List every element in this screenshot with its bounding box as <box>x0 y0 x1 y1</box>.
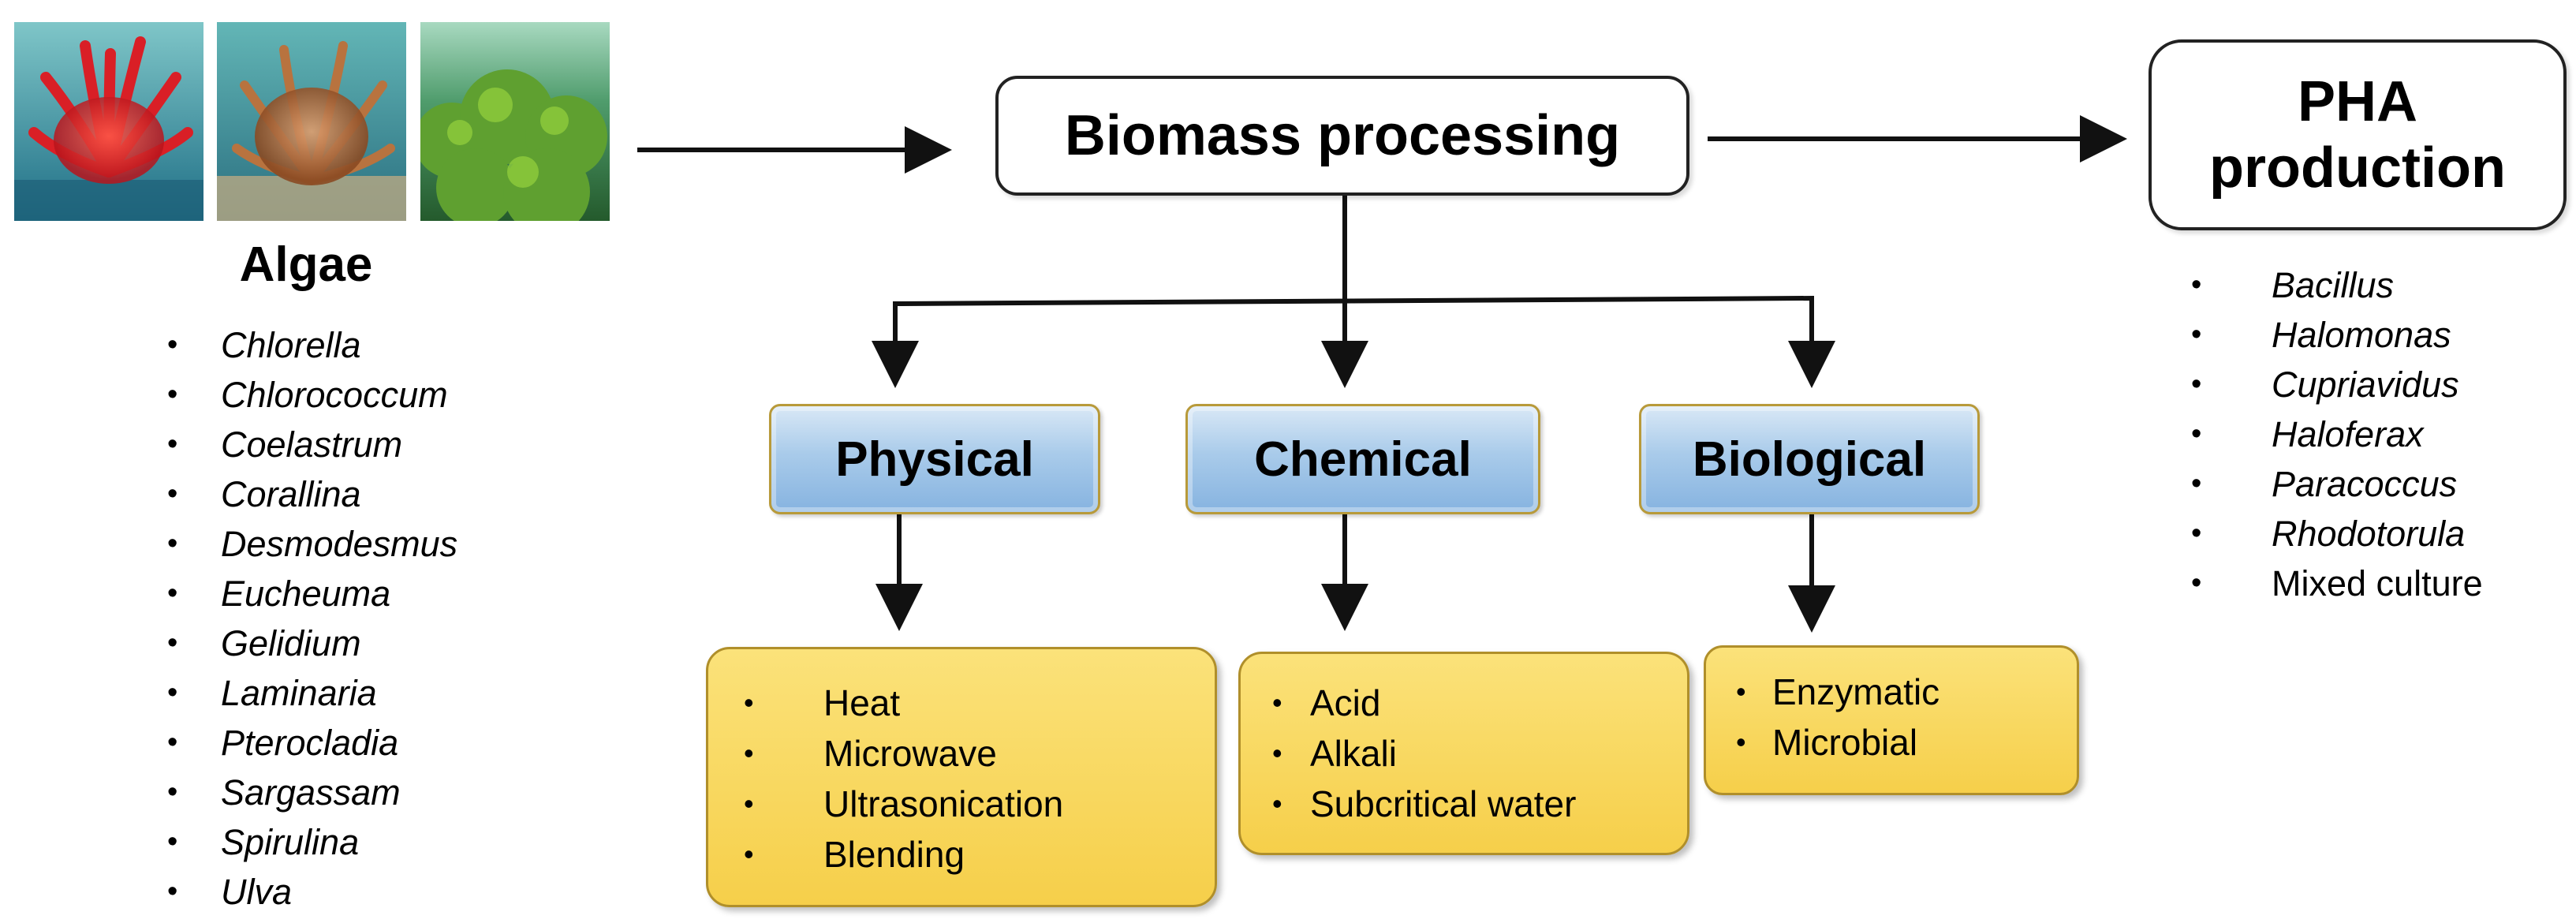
connector-branch <box>893 295 1814 346</box>
method-physical-box: Physical <box>769 404 1100 514</box>
list-item: Ultrasonication <box>744 779 1063 829</box>
list-item: Cupriavidus <box>2191 360 2483 409</box>
list-item: Spirulina <box>167 817 457 867</box>
algae-species-list: Chlorella Chlorococcum Coelastrum Corall… <box>167 320 457 917</box>
list-item: Subcritical water <box>1272 779 1576 829</box>
biological-treatments-list: Enzymatic Microbial <box>1736 667 1939 768</box>
list-item: Alkali <box>1272 728 1576 779</box>
list-item: Acid <box>1272 678 1576 728</box>
list-item: Microbial <box>1736 717 1939 768</box>
list-item: Bacillus <box>2191 260 2483 310</box>
list-item: Heat <box>744 678 1063 728</box>
physical-treatments-list: Heat Microwave Ultrasonication Blending <box>744 678 1063 880</box>
list-item: Paracoccus <box>2191 459 2483 509</box>
list-item: Corallina <box>167 469 457 519</box>
list-item: Mixed culture <box>2191 559 2483 608</box>
pha-label-line2: production <box>2209 136 2506 200</box>
method-chemical-box: Chemical <box>1185 404 1540 514</box>
physical-treatments-box: Heat Microwave Ultrasonication Blending <box>706 647 1217 907</box>
pha-production-box: PHA production <box>2149 39 2567 230</box>
list-item: Pterocladia <box>167 718 457 768</box>
list-item: Chlorococcum <box>167 370 457 420</box>
list-item: Gelidium <box>167 618 457 668</box>
list-item: Ulva <box>167 867 457 917</box>
algae-title: Algae <box>239 237 373 292</box>
list-item: Enzymatic <box>1736 667 1939 717</box>
green-algae-photo <box>420 22 610 221</box>
list-item: Halomonas <box>2191 310 2483 360</box>
list-item: Desmodesmus <box>167 519 457 569</box>
list-item: Sargassam <box>167 768 457 817</box>
chemical-treatments-box: Acid Alkali Subcritical water <box>1238 652 1689 855</box>
pha-label-line1: PHA <box>2297 70 2417 133</box>
pha-organism-list: Bacillus Halomonas Cupriavidus Haloferax… <box>2191 260 2483 608</box>
list-item: Eucheuma <box>167 569 457 618</box>
method-biological-box: Biological <box>1639 404 1980 514</box>
list-item: Microwave <box>744 728 1063 779</box>
list-item: Chlorella <box>167 320 457 370</box>
list-item: Rhodotorula <box>2191 509 2483 559</box>
biological-treatments-box: Enzymatic Microbial <box>1704 645 2079 795</box>
list-item: Coelastrum <box>167 420 457 469</box>
list-item: Blending <box>744 829 1063 880</box>
list-item: Laminaria <box>167 668 457 718</box>
list-item: Haloferax <box>2191 409 2483 459</box>
red-algae-photo <box>14 22 203 221</box>
biomass-processing-box: Biomass processing <box>995 76 1689 196</box>
chemical-treatments-list: Acid Alkali Subcritical water <box>1272 678 1576 829</box>
brown-algae-photo <box>217 22 406 221</box>
